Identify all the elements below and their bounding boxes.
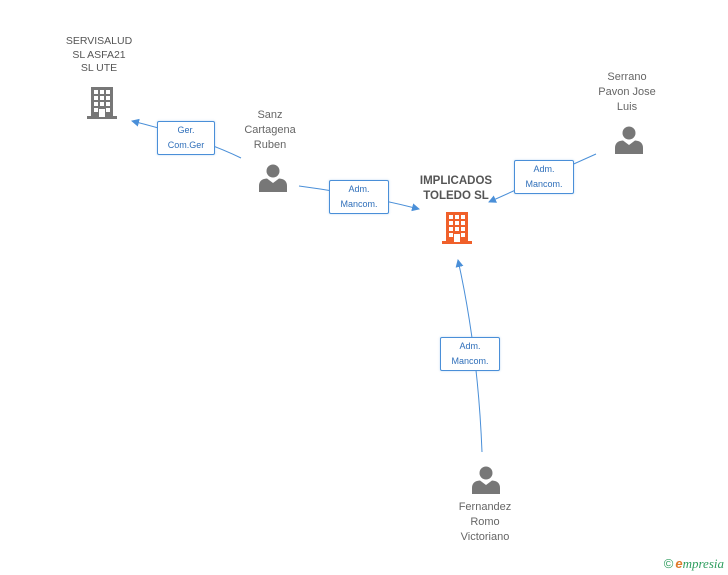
servisalud-company-label-line: SL ASFA21 <box>72 48 126 61</box>
servisalud-company-label-line: SL UTE <box>80 62 118 74</box>
edge-label-serrano-main[interactable]: Adm. Mancom. <box>514 160 574 194</box>
edge-label-sanz-main[interactable]: Adm. Mancom. <box>329 180 389 214</box>
empresia-brand[interactable]: ©empresia <box>664 556 724 572</box>
servisalud-company-label-line: SERVISALUD <box>65 35 133 47</box>
sanz-person-label-line: Cartagena <box>244 124 296 136</box>
edge-label-line: Ger. <box>177 125 195 135</box>
main-company-label-line: TOLEDO SL <box>423 190 489 202</box>
servisalud-company-label: SERVISALUD SL ASFA21 SL UTE <box>54 35 144 76</box>
edge-label-sanz-servisalud[interactable]: Ger. Com.Ger <box>157 121 215 155</box>
sanz-person-label: Sanz Cartagena Ruben <box>224 108 316 153</box>
edge-label-line: Adm. <box>533 164 555 174</box>
building-icon[interactable] <box>86 85 118 119</box>
copyright-icon: © <box>663 556 674 571</box>
edge-label-fernandez-main[interactable]: Adm. Mancom. <box>440 337 500 371</box>
serrano-person-label-line: Serrano <box>607 71 647 83</box>
edge-label-line: Com.Ger <box>167 140 205 150</box>
edge-label-line: Adm. <box>459 341 481 351</box>
brand-initial: e <box>675 556 683 571</box>
edge-label-line: Mancom. <box>525 179 563 189</box>
fernandez-person-label-line: Fernandez <box>458 501 512 513</box>
main-company-label: IMPLICADOS TOLEDO SL <box>408 174 504 204</box>
serrano-person-label: Serrano Pavon Jose Luis <box>580 70 674 115</box>
fernandez-person-label: Fernandez Romo Victoriano <box>438 500 532 545</box>
edge-label-line: Mancom. <box>451 356 489 366</box>
person-icon[interactable] <box>471 465 501 495</box>
fernandez-person-label-line: Victoriano <box>460 531 510 543</box>
person-icon[interactable] <box>258 163 288 193</box>
building-icon[interactable] <box>441 210 473 244</box>
sanz-person-label-line: Sanz <box>257 109 283 121</box>
edge-label-line: Mancom. <box>340 199 378 209</box>
person-icon[interactable] <box>614 125 644 155</box>
sanz-person-label-line: Ruben <box>253 139 287 151</box>
fernandez-person-label-line: Romo <box>470 516 500 528</box>
serrano-person-label-line: Luis <box>616 101 638 113</box>
edge-label-line: Adm. <box>348 184 370 194</box>
main-company-label-line: IMPLICADOS <box>419 175 493 187</box>
serrano-person-label-line: Pavon Jose <box>598 86 656 98</box>
brand-name: mpresia <box>682 556 724 571</box>
